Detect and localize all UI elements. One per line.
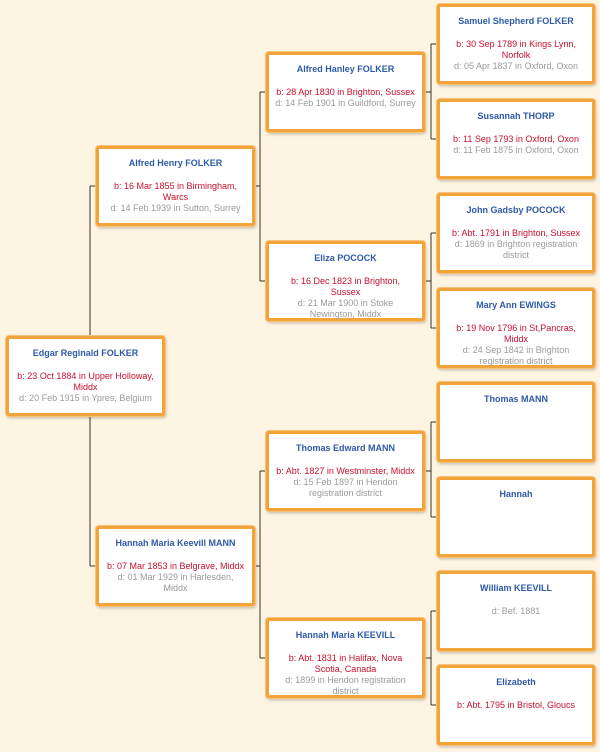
- person-death: d: Bef. 1881: [491, 606, 541, 616]
- person-name: Hannah Maria KEEVILL: [295, 630, 396, 640]
- person-death: d: 14 Feb 1901 in Guildford, Surrey: [275, 98, 416, 108]
- person-card-hannah-maria-keevill-mann[interactable]: Hannah Maria Keevill MANN b: 07 Mar 1853…: [96, 526, 255, 606]
- person-card-hannah-maria-keevill[interactable]: Hannah Maria KEEVILL b: Abt. 1831 in Hal…: [266, 618, 425, 698]
- person-death: d: 1899 in Hendon registration district: [285, 675, 406, 696]
- person-card-eliza[interactable]: Eliza POCOCK b: 16 Dec 1823 in Brighton,…: [266, 241, 425, 321]
- person-name: Mary Ann EWINGS: [476, 300, 556, 310]
- person-name: Susannah THORP: [477, 111, 555, 121]
- person-death: d: 15 Feb 1897 in Hendon registration di…: [293, 477, 398, 498]
- person-card-alfred-hanley[interactable]: Alfred Hanley FOLKER b: 28 Apr 1830 in B…: [266, 52, 425, 132]
- person-name: Thomas Edward MANN: [295, 443, 395, 453]
- person-birth: b: Abt. 1791 in Brighton, Sussex: [451, 228, 581, 238]
- person-card-hannah[interactable]: Hannah: [437, 477, 595, 557]
- person-card-susannah[interactable]: Susannah THORP b: 11 Sep 1793 in Oxford,…: [437, 99, 595, 179]
- person-birth: b: 16 Dec 1823 in Brighton, Sussex: [290, 276, 401, 297]
- person-birth: b: 19 Nov 1796 in St,Pancras, Middx: [456, 323, 576, 344]
- person-name: Samuel Shepherd FOLKER: [458, 16, 574, 26]
- person-death: d: 20 Feb 1915 in Ypres, Belgium: [19, 393, 152, 403]
- person-card-edgar[interactable]: Edgar Reginald FOLKER b: 23 Oct 1884 in …: [6, 336, 165, 416]
- person-birth: b: 28 Apr 1830 in Brighton, Sussex: [276, 87, 415, 97]
- person-birth: b: Abt. 1827 in Westminster, Middx: [276, 466, 415, 476]
- person-name: John Gadsby POCOCK: [466, 205, 566, 215]
- person-card-mary-ann[interactable]: Mary Ann EWINGS b: 19 Nov 1796 in St,Pan…: [437, 288, 595, 368]
- person-death: d: 1869 in Brighton registration distric…: [454, 239, 578, 260]
- person-death: d: 14 Feb 1939 in Sutton, Surrey: [110, 203, 241, 213]
- person-name: Alfred Hanley FOLKER: [296, 64, 395, 74]
- person-card-john[interactable]: John Gadsby POCOCK b: Abt. 1791 in Brigh…: [437, 193, 595, 273]
- person-card-alfred-henry[interactable]: Alfred Henry FOLKER b: 16 Mar 1855 in Bi…: [96, 146, 255, 226]
- person-birth: b: Abt. 1795 in Bristol, Gloucs: [456, 700, 576, 710]
- person-death: d: 01 Mar 1929 in Harlesden, Middx: [117, 572, 234, 593]
- person-name: Hannah: [499, 489, 533, 499]
- person-death: d: 24 Sep 1842 in Brighton registration …: [462, 345, 570, 366]
- person-name: Alfred Henry FOLKER: [128, 158, 223, 168]
- person-name: Hannah Maria Keevill MANN: [115, 538, 236, 548]
- person-card-william[interactable]: William KEEVILL d: Bef. 1881: [437, 571, 595, 651]
- person-birth: b: 30 Sep 1789 in Kings Lynn, Norfolk: [456, 39, 576, 60]
- person-name: William KEEVILL: [480, 583, 552, 593]
- person-name: Edgar Reginald FOLKER: [32, 348, 139, 358]
- person-name: Eliza POCOCK: [314, 253, 377, 263]
- person-death: d: 05 Apr 1837 in Oxford, Oxon: [453, 61, 579, 71]
- person-birth: b: Abt. 1831 in Halifax, Nova Scotia, Ca…: [288, 653, 403, 674]
- person-name: Elizabeth: [496, 677, 536, 687]
- person-card-thomas-edward[interactable]: Thomas Edward MANN b: Abt. 1827 in Westm…: [266, 431, 425, 511]
- person-death: d: 21 Mar 1900 in Stoke Newington, Middx: [297, 298, 394, 319]
- person-birth: b: 23 Oct 1884 in Upper Holloway, Middx: [17, 371, 154, 392]
- person-death: d: 11 Feb 1875 in Oxford, Oxon: [453, 145, 579, 155]
- person-card-elizabeth[interactable]: Elizabeth b: Abt. 1795 in Bristol, Glouc…: [437, 665, 595, 745]
- person-name: Thomas MANN: [483, 394, 548, 404]
- person-card-samuel[interactable]: Samuel Shepherd FOLKER b: 30 Sep 1789 in…: [437, 4, 595, 84]
- person-birth: b: 07 Mar 1853 in Belgrave, Middx: [106, 561, 245, 571]
- person-card-thomas[interactable]: Thomas MANN: [437, 382, 595, 462]
- person-birth: b: 16 Mar 1855 in Birmingham, Warcs: [113, 181, 238, 202]
- person-birth: b: 11 Sep 1793 in Oxford, Oxon: [453, 134, 579, 144]
